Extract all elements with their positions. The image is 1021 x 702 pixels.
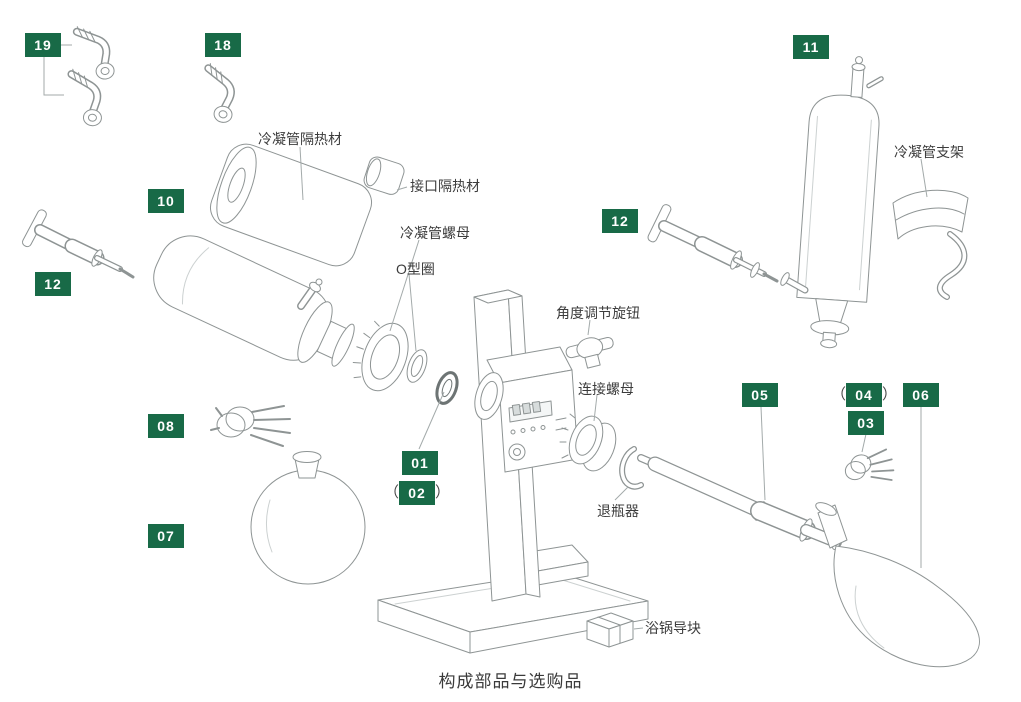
- hose-fitting-top-1: [72, 26, 115, 80]
- label-o-ring: O型圈: [396, 261, 435, 277]
- vapor-tube: [637, 454, 843, 550]
- hose-fitting-top-2: [67, 68, 102, 127]
- trap-insert-left: [21, 209, 135, 279]
- label-condenser-insulation: 冷凝管隔热材: [258, 131, 342, 147]
- condenser-side-arm: [780, 272, 809, 294]
- part-badge-03: 03: [848, 411, 884, 435]
- condenser: [796, 56, 884, 349]
- angle-adjust-knob-part: [565, 336, 614, 369]
- part-badge-02: 02: [399, 481, 436, 505]
- part-badge-01: 01: [402, 451, 438, 475]
- seal-ring-part: [435, 371, 459, 405]
- bottle-top-port: [297, 278, 323, 310]
- part-badge-12-right: 12: [602, 209, 638, 233]
- trap-insert-right: [647, 204, 779, 283]
- keck-clip-small: [844, 448, 895, 481]
- label-condenser-nut: 冷凝管螺母: [400, 225, 470, 241]
- part-badge-04-group: （ 04 ）: [831, 383, 897, 407]
- connection-nut-part: [559, 413, 617, 472]
- diagram-title: 构成部品与选购品: [438, 672, 583, 691]
- part-badge-06: 06: [903, 383, 939, 407]
- label-flask-remover: 退瓶器: [597, 503, 639, 519]
- control-head: [474, 346, 579, 473]
- paren-close-04: ）: [882, 386, 898, 403]
- label-condenser-bracket: 冷凝管支架: [894, 144, 964, 160]
- o-ring-part: [406, 349, 428, 383]
- label-connection-nut: 连接螺母: [578, 381, 634, 397]
- part-badge-18: 18: [205, 33, 241, 57]
- part-badge-12-left: 12: [35, 272, 71, 296]
- paren-open-02: （: [384, 484, 400, 501]
- condenser-nut-part: [352, 320, 409, 392]
- joint-insulation: [363, 156, 405, 195]
- part-badge-07: 07: [148, 524, 184, 548]
- label-joint-insulation: 接口隔热材: [410, 178, 480, 194]
- condenser-insulation: [210, 143, 372, 267]
- label-bath-guide-block: 浴锅导块: [645, 620, 701, 636]
- stand-base: [377, 571, 649, 654]
- part-badge-19: 19: [25, 33, 61, 57]
- hose-fitting-18: [204, 63, 235, 123]
- round-flask: [250, 451, 366, 585]
- part-badge-02-group: （ 02 ）: [384, 481, 450, 505]
- evaporating-flask: [815, 502, 980, 668]
- part-badge-05: 05: [742, 383, 778, 407]
- part-badge-08: 08: [148, 414, 184, 438]
- part-badge-11: 11: [793, 35, 829, 59]
- flask-remover-part: [619, 446, 644, 490]
- keck-clip-large: [210, 405, 291, 447]
- leader-lines: [43, 44, 928, 630]
- bath-guide-block: [586, 612, 634, 648]
- part-badge-04: 04: [846, 383, 883, 407]
- cold-trap-bottle: [153, 235, 355, 367]
- label-angle-adjust-knob: 角度调节旋钮: [556, 305, 640, 321]
- paren-open-04: （: [831, 386, 847, 403]
- condenser-bracket: [892, 189, 969, 300]
- part-badge-10: 10: [148, 189, 184, 213]
- paren-close-02: ）: [435, 484, 451, 501]
